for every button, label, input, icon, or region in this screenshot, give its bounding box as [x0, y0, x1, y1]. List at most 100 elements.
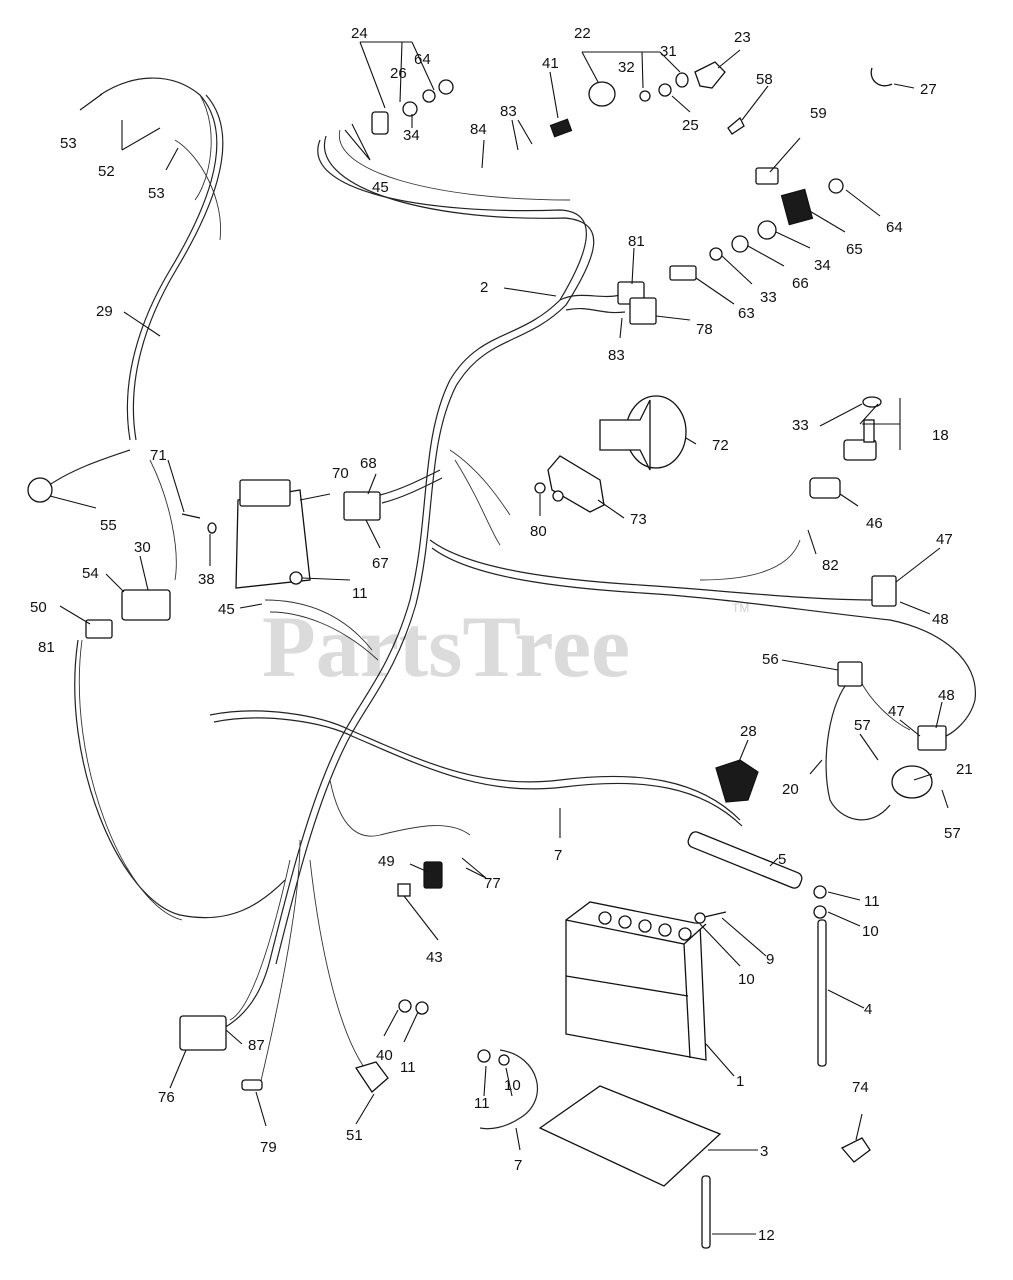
callout-83b: 83: [608, 347, 625, 364]
part-5-hold-down: [687, 831, 803, 889]
callout-24: 24: [351, 25, 368, 42]
part-30-connector: [121, 589, 171, 621]
leader-lines: [49, 41, 949, 1235]
part-24-switch: [371, 111, 389, 135]
callout-51: 51: [346, 1127, 363, 1144]
part-3-tray: [538, 1085, 722, 1187]
callout-53b: 53: [148, 185, 165, 202]
callout-45b: 45: [218, 601, 235, 618]
callout-18: 18: [932, 427, 949, 444]
callout-32: 32: [618, 59, 635, 76]
part-67-connector: [343, 491, 381, 521]
callout-63: 63: [738, 305, 755, 322]
callout-33a: 33: [760, 289, 777, 306]
callout-7: 7: [554, 847, 562, 864]
callout-25: 25: [682, 117, 699, 134]
callout-59: 59: [810, 105, 827, 122]
callout-84: 84: [470, 121, 487, 138]
callout-23: 23: [734, 29, 751, 46]
callout-66: 66: [792, 275, 809, 292]
parts: [27, 61, 947, 1249]
callout-31: 31: [660, 43, 677, 60]
part-46: [809, 477, 841, 499]
callout-58: 58: [756, 71, 773, 88]
callout-70: 70: [332, 465, 349, 482]
part-43: [397, 883, 411, 897]
callout-5: 5: [778, 851, 786, 868]
callout-20: 20: [782, 781, 799, 798]
callout-81b: 81: [38, 639, 55, 656]
callout-27: 27: [920, 81, 937, 98]
callout-34b: 34: [814, 257, 831, 274]
callout-11d: 11: [474, 1095, 490, 1112]
part-49-fuse: [423, 861, 443, 889]
callout-78: 78: [696, 321, 713, 338]
callout-49: 49: [378, 853, 395, 870]
callout-87: 87: [248, 1037, 265, 1054]
part-73-bracket: [547, 455, 605, 513]
part-74: [840, 1137, 871, 1163]
callout-10a: 10: [862, 923, 879, 940]
callout-64a: 64: [414, 51, 431, 68]
callout-26: 26: [390, 65, 407, 82]
part-79-terminal: [241, 1079, 263, 1091]
part-51-lug: [354, 1061, 389, 1093]
part-27-clip: [870, 67, 893, 87]
callout-50: 50: [30, 599, 47, 616]
callout-82: 82: [822, 557, 839, 574]
callout-79: 79: [260, 1139, 277, 1156]
callout-2: 2: [480, 279, 488, 296]
callout-41: 41: [542, 55, 559, 72]
callout-7b: 7: [514, 1157, 522, 1174]
callout-81a: 81: [628, 233, 645, 250]
callout-labels: 24 64 26 34 22 31 32 23 25 41 27 58 83 8…: [30, 25, 973, 1244]
callout-56: 56: [762, 651, 779, 668]
callout-43: 43: [426, 949, 443, 966]
callout-47a: 47: [936, 531, 953, 548]
callout-10b: 10: [738, 971, 755, 988]
callout-38: 38: [198, 571, 215, 588]
callout-21: 21: [956, 761, 973, 778]
part-47-connector: [871, 575, 897, 607]
part-4-rod: [817, 919, 827, 1067]
callout-22: 22: [574, 25, 591, 42]
callout-11a: 11: [352, 585, 368, 602]
part-56-connector: [837, 661, 863, 687]
part-76-connector: [179, 1015, 227, 1051]
callout-73: 73: [630, 511, 647, 528]
callout-68: 68: [360, 455, 377, 472]
callout-3: 3: [760, 1143, 768, 1160]
part-12-rod: [701, 1175, 711, 1249]
callout-4: 4: [864, 1001, 872, 1018]
part-48-connector: [917, 725, 947, 751]
callout-55: 55: [100, 517, 117, 534]
callout-64b: 64: [886, 219, 903, 236]
callout-65: 65: [846, 241, 863, 258]
watermark-trademark: TM: [732, 601, 749, 615]
part-58: [727, 116, 745, 135]
callout-57b: 57: [944, 825, 961, 842]
callout-40: 40: [376, 1047, 393, 1064]
callout-30: 30: [134, 539, 151, 556]
callout-12: 12: [758, 1227, 775, 1244]
part-7-cable-lower: [479, 1049, 538, 1130]
part-18-switch: [843, 439, 877, 461]
callout-29: 29: [96, 303, 113, 320]
callout-1: 1: [736, 1073, 744, 1090]
callout-34a: 34: [403, 127, 420, 144]
callout-76: 76: [158, 1089, 175, 1106]
callout-47b: 47: [888, 703, 905, 720]
callout-72: 72: [712, 437, 729, 454]
part-78-connector: [629, 297, 657, 325]
watermark-text: PartsTree: [262, 599, 630, 696]
callout-71: 71: [150, 447, 167, 464]
part-28: [715, 759, 759, 803]
callout-74: 74: [852, 1079, 869, 1096]
callout-11b: 11: [864, 893, 880, 910]
callout-80: 80: [530, 523, 547, 540]
part-21-switch: [891, 765, 933, 799]
callout-33b: 33: [792, 417, 809, 434]
callout-48a: 48: [932, 611, 949, 628]
part-63-switch: [669, 265, 697, 281]
